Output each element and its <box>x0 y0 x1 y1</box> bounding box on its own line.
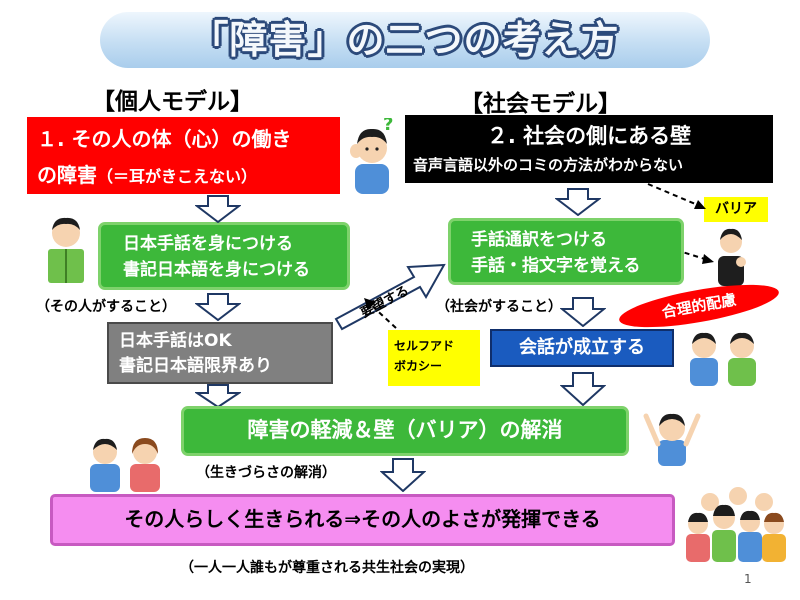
svg-text:?: ? <box>383 118 393 135</box>
resolution-caption: （生きづらさの解消） <box>196 465 336 481</box>
arrow-down-icon <box>195 293 241 321</box>
barrier-label: バリア <box>704 197 768 222</box>
social-action-line2: 手話・指文字を覚える <box>471 256 641 276</box>
social-action-box: 手話通訳をつける 手話・指文字を覚える <box>448 218 684 285</box>
self-advocacy-line1: セルフアド <box>394 339 455 353</box>
individual-result-line1: 日本手話はOK <box>119 331 232 351</box>
self-advocacy-line2: ボカシー <box>394 359 443 373</box>
individual-problem-line1: １. その人の体（心）の働き <box>37 127 292 151</box>
page-number: 1 <box>744 572 752 586</box>
arrow-down-icon <box>560 372 606 406</box>
individual-problem-box: １. その人の体（心）の働き の障害（＝耳がきこえない） <box>27 117 340 194</box>
barrier-dashed-arrows <box>647 183 714 264</box>
interpreter-signing-icon <box>718 228 746 286</box>
arrow-down-icon <box>195 195 241 223</box>
social-problem-line1: ２. 社会の側にある壁 <box>486 124 692 148</box>
individual-action-box: 日本手話を身につける 書記日本語を身につける <box>98 222 350 290</box>
person-cheering-icon <box>643 413 701 466</box>
individual-result-line2: 書記日本語限界あり <box>119 356 272 376</box>
social-model-header: 【社会モデル】 <box>460 91 621 117</box>
arrow-down-icon <box>555 188 601 216</box>
outcome-box: その人らしく生きられる⇒その人のよさが発揮できる <box>50 494 675 546</box>
two-people-talking-icon <box>690 332 756 386</box>
social-problem-line2: 音声言語以外のコミの方法がわからない <box>413 156 684 174</box>
social-action-line1: 手話通訳をつける <box>471 230 607 250</box>
social-action-caption: （社会がすること） <box>436 299 562 315</box>
crowd-celebrating-icon <box>686 487 786 562</box>
person-reading-book-icon <box>48 217 84 283</box>
couple-icon <box>90 438 160 492</box>
arrow-down-icon <box>560 297 606 327</box>
individual-result-box: 日本手話はOK 書記日本語限界あり <box>107 322 333 384</box>
page-title: 「障害」の二つの考え方 <box>190 18 620 62</box>
social-result-box: 会話が成立する <box>490 329 674 367</box>
arrow-down-icon <box>195 384 241 408</box>
self-advocacy-box: セルフアド ボカシー <box>388 330 480 386</box>
individual-problem-line2: の障害 <box>37 163 97 187</box>
arrow-down-icon <box>380 458 426 492</box>
individual-model-header: 【個人モデル】 <box>92 89 253 115</box>
individual-action-line1: 日本手話を身につける <box>123 234 293 254</box>
resolution-box: 障害の軽減＆壁（バリア）の解消 <box>181 406 629 456</box>
individual-action-caption: （その人がすること） <box>36 299 176 315</box>
social-problem-box: ２. 社会の側にある壁 音声言語以外のコミの方法がわからない <box>405 115 773 183</box>
self-advocacy-dashed-arrow <box>364 298 397 329</box>
title-band <box>100 12 710 68</box>
request-arrow: 要望する <box>334 263 446 331</box>
person-hand-to-ear-icon: ? <box>350 118 393 194</box>
individual-action-line2: 書記日本語を身につける <box>123 260 310 280</box>
individual-problem-note: （＝耳がきこえない） <box>97 167 258 186</box>
footer-caption: （一人一人誰もが尊重される共生社会の実現） <box>180 560 474 576</box>
